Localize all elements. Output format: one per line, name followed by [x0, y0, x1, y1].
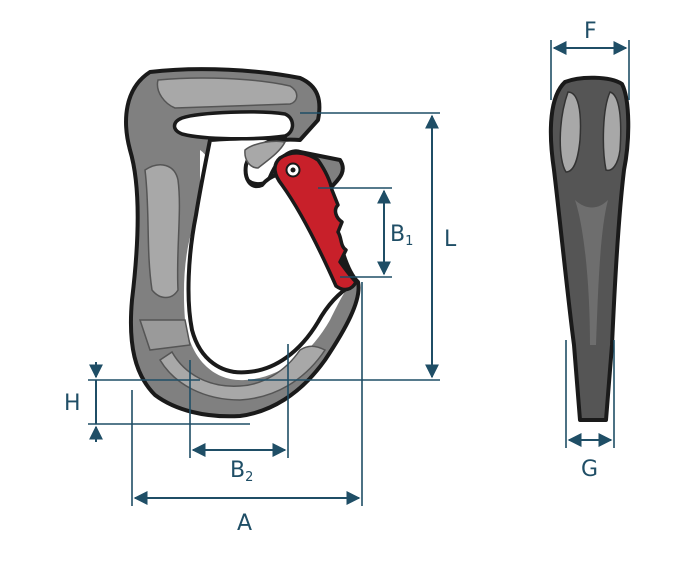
hook-facet-lower-left — [138, 319, 191, 351]
label-H: H — [64, 391, 81, 416]
hook-top-slot — [172, 110, 295, 141]
dimension-labels: L B1 H B2 A F G — [64, 19, 598, 536]
label-G: G — [581, 457, 598, 482]
dimension-lines — [88, 40, 630, 506]
label-B1: B1 — [390, 222, 413, 249]
label-B2: B2 — [230, 458, 253, 485]
gate-pivot-inner — [290, 167, 296, 173]
hook-facet-bottom — [158, 345, 327, 401]
hook-front-view — [124, 67, 361, 419]
hook-side-view — [548, 75, 631, 422]
hook-facet-top — [156, 77, 298, 109]
hook-nose-facet — [244, 140, 287, 169]
side-groove-left — [559, 91, 582, 173]
side-groove-right — [602, 91, 622, 172]
side-lower-highlight — [575, 200, 608, 345]
label-A: A — [237, 511, 252, 536]
label-F: F — [584, 19, 597, 44]
hook-gate — [273, 151, 358, 292]
label-L: L — [444, 227, 457, 252]
hook-facet-left — [144, 164, 181, 299]
